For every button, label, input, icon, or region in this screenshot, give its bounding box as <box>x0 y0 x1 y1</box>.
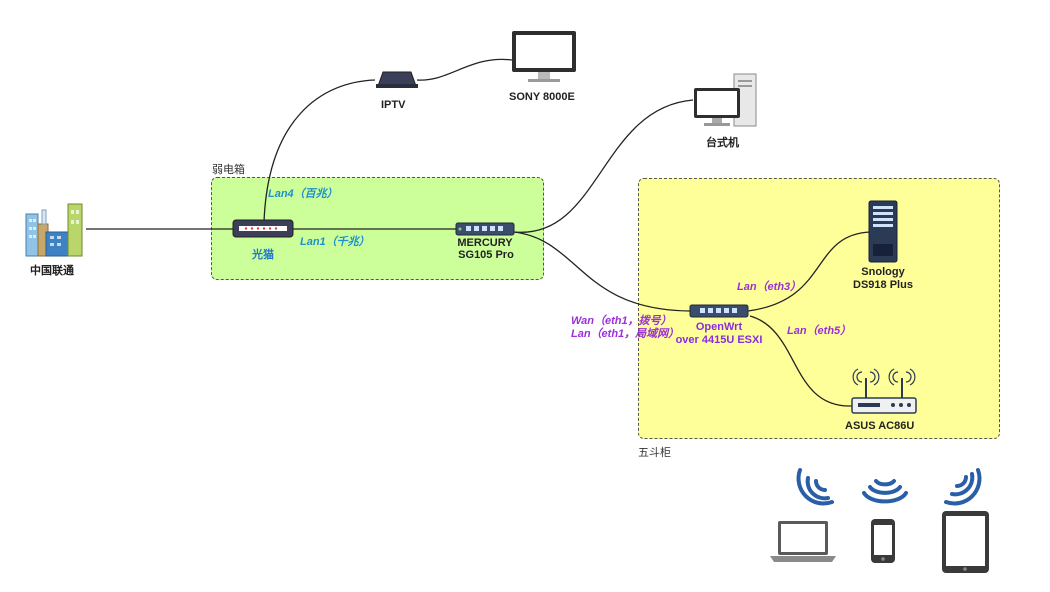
link-openwrt-router <box>749 315 853 407</box>
tv-label: SONY 8000E <box>509 91 575 103</box>
port-lan1-label: Lan1（千兆） <box>300 236 370 248</box>
laptop-icon <box>770 521 836 562</box>
monitor-icon <box>512 31 576 82</box>
openwrt-label: OpenWrt over 4415U ESXI <box>668 321 770 347</box>
port-wan-label: Wan（eth1，拨号） Lan（eth1，局域网） <box>571 315 679 341</box>
link-iptv-tv <box>416 58 513 81</box>
desktop-label: 台式机 <box>706 137 739 149</box>
modem-icon <box>232 219 294 238</box>
link-switch-openwrt <box>513 231 691 312</box>
nas-label: Snology DS918 Plus <box>852 266 914 292</box>
wifi-icon <box>944 468 982 506</box>
port-wan-line1: Wan（eth1，拨号） <box>571 315 672 327</box>
modem-label: 光猫 <box>252 249 274 261</box>
tablet-icon <box>942 511 989 573</box>
openwrt-label-line2: over 4415U ESXI <box>675 334 763 346</box>
set-top-box-icon <box>376 71 418 88</box>
port-eth5-label: Lan（eth5） <box>787 325 852 337</box>
phone-icon <box>871 519 895 563</box>
link-switch-desktop <box>513 99 694 233</box>
link-openwrt-nas <box>747 231 871 312</box>
switch-label-line1: MERCURY <box>457 237 513 249</box>
wifi-icon <box>796 468 834 506</box>
openwrt-label-line1: OpenWrt <box>695 321 743 333</box>
switch-label-line2: SG105 Pro <box>458 249 514 261</box>
desktop-pc-icon <box>694 73 757 127</box>
cabinet-label: 五斗柜 <box>638 447 671 459</box>
switch-icon-openwrt <box>689 304 749 318</box>
router-label: ASUS AC86U <box>845 420 915 432</box>
port-lan4-label: Lan4（百兆） <box>268 188 338 200</box>
router-icon <box>851 368 917 414</box>
switch-label: MERCURY <box>455 237 515 250</box>
nas-label-line1: Snology <box>861 266 905 278</box>
weak-box-label: 弱电箱 <box>212 164 245 176</box>
nas-label-line2: DS918 Plus <box>853 279 913 291</box>
nas-server-icon <box>868 200 898 263</box>
port-wan-line2: Lan（eth1，局域网） <box>571 328 680 340</box>
port-eth3-label: Lan（eth3） <box>737 281 802 293</box>
iptv-label: IPTV <box>381 99 406 111</box>
building-icon <box>25 203 83 257</box>
isp-label: 中国联通 <box>30 265 74 277</box>
wifi-icon <box>862 479 908 504</box>
link-modem-iptv <box>263 79 376 223</box>
switch-icon <box>455 222 515 236</box>
